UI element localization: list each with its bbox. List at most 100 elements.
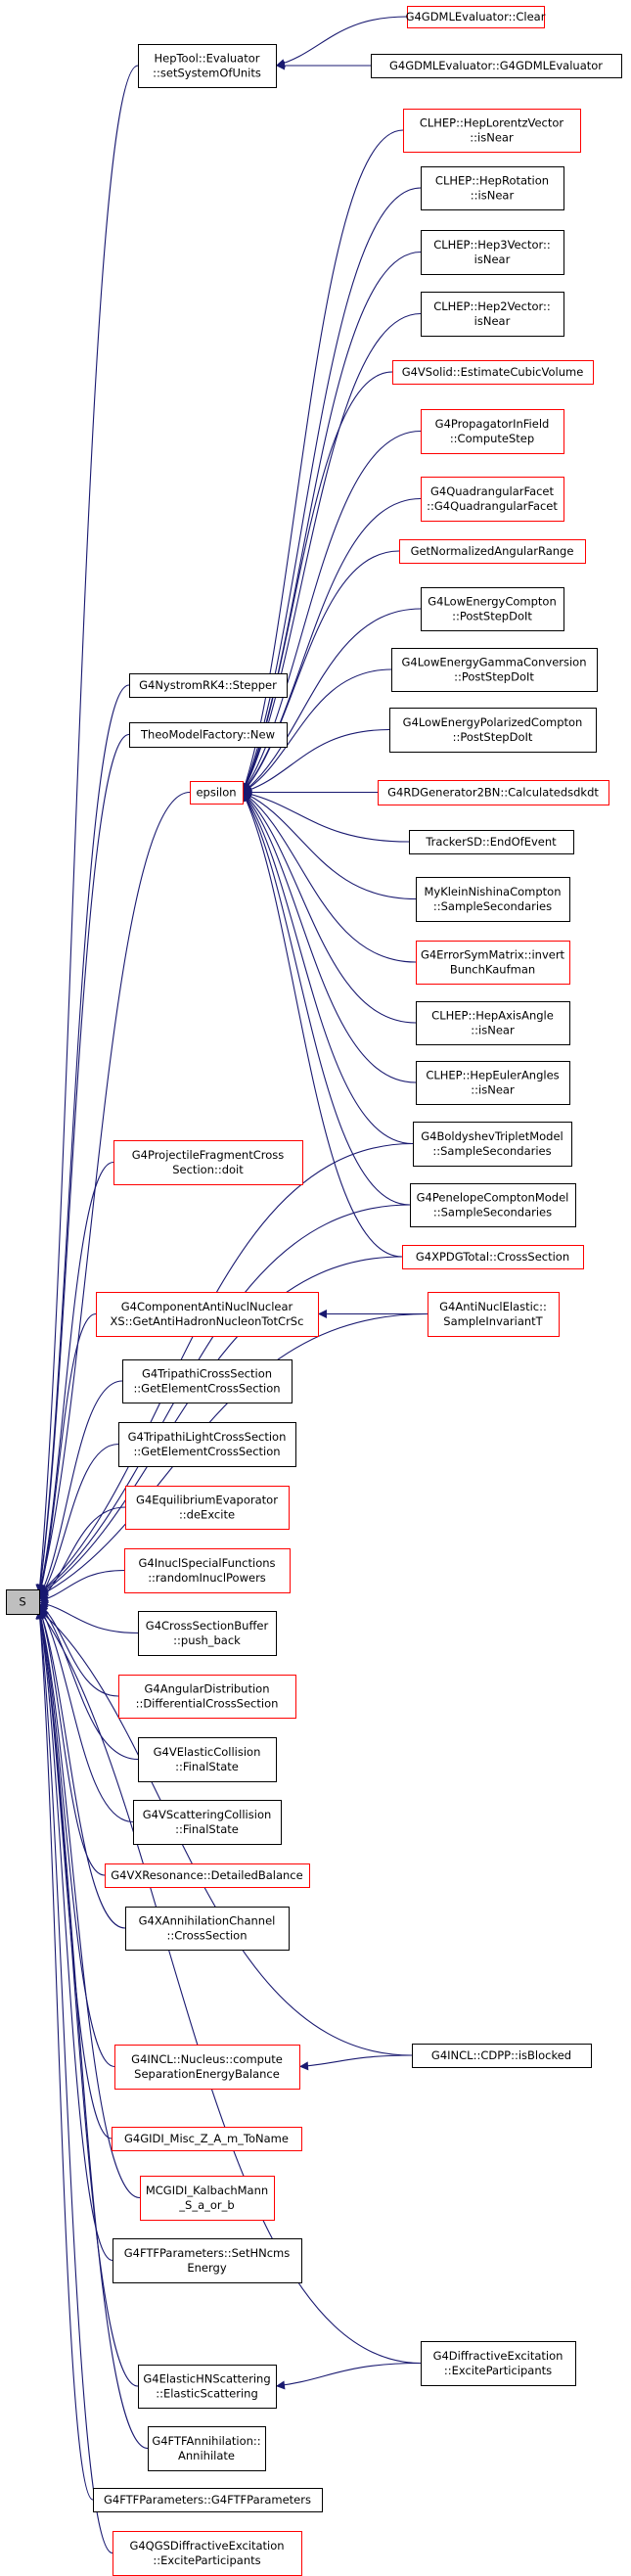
node-label: G4LowEnergyPolarizedCompton — [403, 715, 583, 729]
node-hepeulerangles-isnear[interactable]: CLHEP::HepEulerAngles::isNear — [416, 1061, 570, 1105]
node-label: G4GIDI_Misc_Z_A_m_ToName — [124, 2132, 289, 2145]
call-edge — [242, 668, 392, 793]
node-trackersd-endofevent[interactable]: TrackerSD::EndOfEvent — [409, 830, 574, 854]
node-hep3vector-isnear[interactable]: CLHEP::Hep3Vector::isNear — [421, 230, 564, 275]
node-g4ftfparameters-ctor[interactable]: G4FTFParameters::G4FTFParameters — [93, 2488, 323, 2512]
node-mcgidi-kalbachmann-s-a-or-b[interactable]: MCGIDI_KalbachMann_S_a_or_b — [140, 2176, 275, 2221]
node-g4vxresonance-detailedbalance[interactable]: G4VXResonance::DetailedBalance — [105, 1863, 310, 1888]
node-mykleinnishinacompton-samplesecondaries[interactable]: MyKleinNishinaCompton::SampleSecondaries — [416, 877, 570, 922]
node-g4nystromrk4-stepper[interactable]: G4NystromRK4::Stepper — [129, 673, 288, 698]
node-label: G4GDMLEvaluator::Clear — [406, 10, 546, 23]
call-edge — [35, 65, 139, 1594]
node-label: G4InuclSpecialFunctions — [138, 1556, 275, 1570]
node-g4tripathicrosssection[interactable]: G4TripathiCrossSection::GetElementCrossS… — [122, 1359, 293, 1403]
node-label: ::SampleSecondaries — [433, 1206, 552, 1219]
node-g4tripathilightcrosssection[interactable]: G4TripathiLightCrossSection::GetElementC… — [118, 1422, 296, 1467]
node-s[interactable]: S — [6, 1589, 40, 1615]
node-label: G4QGSDiffractiveExcitation — [129, 2539, 284, 2553]
node-hep-lorentzvector-isnear[interactable]: CLHEP::HepLorentzVector::isNear — [403, 109, 581, 153]
node-label: ::PostStepDoIt — [452, 610, 532, 623]
node-theomodelfactory-new[interactable]: TheoModelFactory::New — [129, 722, 288, 748]
node-epsilon[interactable]: epsilon — [190, 781, 244, 805]
node-g4componentantinuclnuclearxs[interactable]: G4ComponentAntiNuclNuclearXS::GetAntiHad… — [96, 1292, 319, 1337]
node-label: ::isNear — [471, 1024, 515, 1037]
node-g4qgsdiffractiveexcitation-exciteparticipants[interactable]: G4QGSDiffractiveExcitation::ExcitePartic… — [113, 2531, 302, 2576]
node-box — [413, 1122, 572, 1167]
node-getnormalizedangularrange[interactable]: GetNormalizedAngularRange — [399, 539, 586, 564]
node-g4penelopecomptonmodel-samplesecondaries[interactable]: G4PenelopeComptonModel::SampleSecondarie… — [410, 1183, 576, 1227]
node-heptool-setsystemofunits[interactable]: HepTool::Evaluator::setSystemOfUnits — [138, 44, 277, 88]
call-edge — [38, 1443, 119, 1599]
node-label: G4INCL::Nucleus::compute — [131, 2052, 283, 2066]
node-hepaxisangle-isnear[interactable]: CLHEP::HepAxisAngle::isNear — [416, 1001, 570, 1045]
node-hep2vector-isnear[interactable]: CLHEP::Hep2Vector::isNear — [421, 292, 564, 337]
node-hep-rotation-isnear[interactable]: CLHEP::HepRotation::isNear — [421, 166, 564, 210]
node-g4angulardistribution-differentialcrosssection[interactable]: G4AngularDistribution::DifferentialCross… — [118, 1675, 296, 1719]
node-label: S — [19, 1595, 25, 1609]
node-box — [416, 941, 570, 985]
node-box — [407, 6, 545, 28]
node-label: CLHEP::HepAxisAngle — [431, 1009, 554, 1023]
node-box — [421, 230, 564, 275]
node-box — [112, 2127, 302, 2151]
call-edge — [36, 1609, 141, 2199]
node-label: Section::doit — [172, 1163, 244, 1176]
node-g4quadrangularfacet[interactable]: G4QuadrangularFacet::G4QuadrangularFacet — [421, 477, 564, 522]
node-box — [138, 44, 277, 88]
node-g4crosssectionbuffer-pushback[interactable]: G4CrossSectionBuffer::push_back — [138, 1611, 277, 1656]
node-g4diffractiveexcitation-exciteparticipants[interactable]: G4DiffractiveExcitation::ExciteParticipa… — [421, 2341, 576, 2386]
node-g4incl-cdpp-isblocked[interactable]: G4INCL::CDPP::isBlocked — [412, 2044, 592, 2068]
node-g4velasticcollision-finalstate[interactable]: G4VElasticCollision::FinalState — [138, 1737, 277, 1782]
node-g4elastichnscattering-elasticscattering[interactable]: G4ElasticHNScattering::ElasticScattering — [138, 2365, 277, 2409]
node-g4lowenergypolarizedcompton-poststepdoit[interactable]: G4LowEnergyPolarizedCompton::PostStepDoI… — [389, 708, 597, 753]
node-label: G4GDMLEvaluator::G4GDMLEvaluator — [389, 59, 603, 72]
node-box — [122, 1359, 293, 1403]
call-edge — [242, 792, 403, 1258]
node-box — [421, 292, 564, 337]
call-edge — [275, 16, 408, 69]
node-label: G4NystromRK4::Stepper — [139, 678, 277, 692]
node-g4gdmlevaluator-ctor[interactable]: G4GDMLEvaluator::G4GDMLEvaluator — [371, 54, 622, 78]
call-edge — [242, 792, 417, 1024]
node-label: Annihilate — [178, 2449, 235, 2462]
node-g4rdgenerator2bn-calculatedsdkdt[interactable]: G4RDGenerator2BN::Calculatedsdkdt — [378, 780, 609, 805]
node-g4vsolid-estimatecubicvolume[interactable]: G4VSolid::EstimateCubicVolume — [392, 360, 594, 385]
node-box — [93, 2488, 323, 2512]
node-g4incl-nucleus-computeseparationenergybalance[interactable]: G4INCL::Nucleus::computeSeparationEnergy… — [114, 2045, 300, 2090]
node-g4vscatteringcollision-finalstate[interactable]: G4VScatteringCollision::FinalState — [133, 1800, 282, 1845]
node-g4propagatorinfield-computestep[interactable]: G4PropagatorInField::ComputeStep — [421, 409, 564, 454]
node-box — [391, 648, 598, 692]
node-g4lowenergycompton-poststepdoit[interactable]: G4LowEnergyCompton::PostStepDoIt — [421, 587, 564, 631]
node-label: ::ComputeStep — [450, 432, 534, 445]
node-g4gdmlevaluator-clear[interactable]: G4GDMLEvaluator::Clear — [406, 6, 546, 28]
node-label: CLHEP::HepRotation — [435, 174, 549, 188]
node-label: G4INCL::CDPP::isBlocked — [431, 2048, 571, 2062]
call-edge — [35, 1609, 94, 2501]
node-label: ::isNear — [470, 131, 514, 145]
node-g4equilibriumevaporator-deexcite[interactable]: G4EquilibriumEvaporator::deExcite — [125, 1486, 290, 1530]
node-label: Energy — [187, 2261, 226, 2275]
node-g4xannihilationchannel-crosssection[interactable]: G4XAnnihilationChannel::CrossSection — [125, 1907, 290, 1951]
call-edge — [38, 1604, 139, 1761]
node-label: TrackerSD::EndOfEvent — [425, 835, 557, 849]
node-g4ftfannihilation-annihilate[interactable]: G4FTFAnnihilation::Annihilate — [148, 2426, 266, 2471]
node-g4inuclspecialfunctions-randominuclpowers[interactable]: G4InuclSpecialFunctions::randomInuclPowe… — [124, 1548, 291, 1593]
node-g4lowenergygammaconversion-poststepdoit[interactable]: G4LowEnergyGammaConversion::PostStepDoIt — [391, 648, 598, 692]
node-g4boldyshevtripletmodel-samplesecondaries[interactable]: G4BoldyshevTripletModel::SampleSecondari… — [413, 1122, 572, 1167]
node-g4gidi-misc-z-a-m-toname[interactable]: G4GIDI_Misc_Z_A_m_ToName — [112, 2127, 302, 2151]
node-box — [105, 1863, 310, 1888]
call-edge — [35, 1609, 113, 2262]
node-label: ::CrossSection — [167, 1929, 248, 1943]
node-box — [113, 2531, 302, 2576]
node-g4xpdgtotal-crosssection[interactable]: G4XPDGTotal::CrossSection — [402, 1245, 584, 1269]
call-edge — [242, 497, 422, 793]
node-box — [428, 1292, 560, 1337]
node-g4antinuclelastic-sampleinvariantt[interactable]: G4AntiNuclElastic::SampleInvariantT — [428, 1292, 560, 1337]
node-label: G4ComponentAntiNuclNuclear — [121, 1300, 293, 1313]
node-box — [138, 1737, 277, 1782]
node-label: ::isNear — [471, 189, 515, 203]
node-label: _S_a_or_b — [178, 2198, 234, 2212]
